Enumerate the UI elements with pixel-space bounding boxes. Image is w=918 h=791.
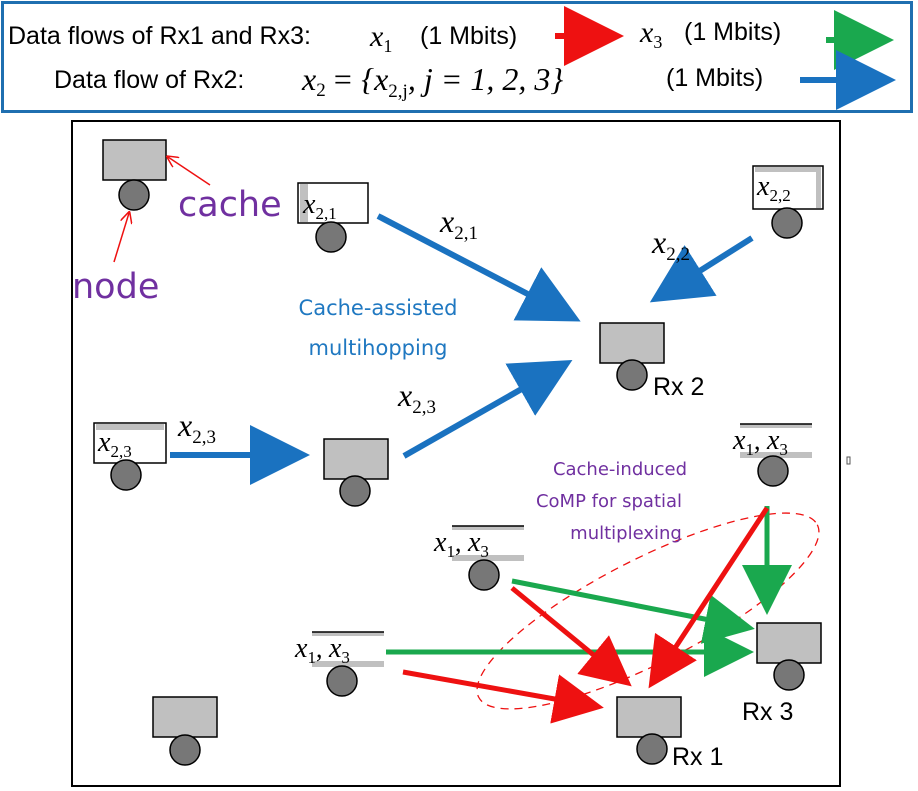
legend-x3-size: (1 Mbits) [684,18,781,46]
node-circle [110,459,142,491]
legend-x1-size: (1 Mbits) [420,22,517,50]
comp-label-line3: multiplexing [570,523,682,544]
cache-fill-strip [312,661,384,667]
node-circle [315,221,347,253]
comp-label-line1: Cache-induced [553,459,687,480]
cache-content-x22: x2,2 [756,171,791,205]
cache-content-x1x3-middle: x1, x3 [433,527,489,561]
cache-content-x23: x2,3 [97,427,132,461]
cache-content-x1x3-right: x1, x3 [732,425,788,459]
cache-pointer-arrow [168,157,211,186]
network-area-frame [71,120,841,787]
cache-fill-strip [740,424,812,428]
legend-x3-symbol: x3 [639,16,662,52]
cache-fill-strip [96,424,164,430]
legend-x2-definition: x2= {x2,j, j = 1, 2, 3} [301,61,563,102]
rx2-label: Rx 2 [653,373,704,401]
flow-x21-arrow [376,213,581,322]
flow-label-x21: x2,1 [439,203,478,244]
node-circle-rx1 [636,733,668,765]
rx3-label: Rx 3 [742,698,793,726]
flow-label-x22: x2,2 [651,224,690,265]
node-pointer-arrow [113,213,129,263]
node-circle [326,665,358,697]
flow-x3-from-middle-arrow [511,578,755,644]
cache-assisted-label-line2: multihopping [309,336,448,360]
node-circle-rx3 [773,659,805,691]
legend-x2-size: (1 Mbits) [666,64,763,92]
node-circle [757,455,789,487]
node-circle-rx2 [616,359,648,391]
flow-label-x23-first: x2,3 [177,407,216,448]
node-circle-relay [339,475,371,507]
cache-box [152,696,218,738]
cache-fill-strip [452,555,524,561]
cache-fill-strip [755,167,821,172]
cache-box-rx1 [616,696,682,738]
cache-annotation: cache [178,185,282,225]
node-circle [771,207,803,239]
cache-assisted-label-line1: Cache-assisted [299,296,458,320]
cache-content-x1x3-left: x1, x3 [294,633,350,667]
cache-box-x22 [752,165,824,210]
flow-x23-second-hop-arrow [402,360,573,459]
cache-box-relay [323,438,389,480]
cache-content-x21: x2,1 [302,189,337,223]
cache-box [102,139,167,181]
cache-fill-strip [816,172,821,208]
rx1-label: Rx 1 [672,743,723,771]
cache-box-rx3 [756,622,822,664]
cache-fill-strip [452,526,524,530]
flow-x22-arrow [649,235,754,303]
legend-row2-label: Data flow of Rx2: [54,66,244,94]
cache-box-rx2 [599,322,665,364]
cache-fill-strip [312,632,384,636]
comp-label-line2: CoMP for spatial [536,491,682,512]
flow-x1-from-left-arrow [402,669,604,724]
node-circle [468,559,500,591]
legend-row1-label: Data flows of Rx1 and Rx3: [8,22,311,50]
flow-x1-from-top-arrow [648,506,770,689]
node-circle [169,734,201,766]
node-annotation: node [72,267,159,307]
flow-label-x23-second: x2,3 [397,377,436,418]
legend-x1-symbol: x1 [369,20,392,56]
legend-box [1,1,913,113]
cache-fill-strip [740,452,812,458]
flow-x1-from-middle-arrow [510,586,632,687]
comp-cluster-ellipse [476,512,820,710]
cache-fill-strip [300,184,308,222]
frame-tick-mark [846,456,851,465]
node-circle [118,179,150,211]
